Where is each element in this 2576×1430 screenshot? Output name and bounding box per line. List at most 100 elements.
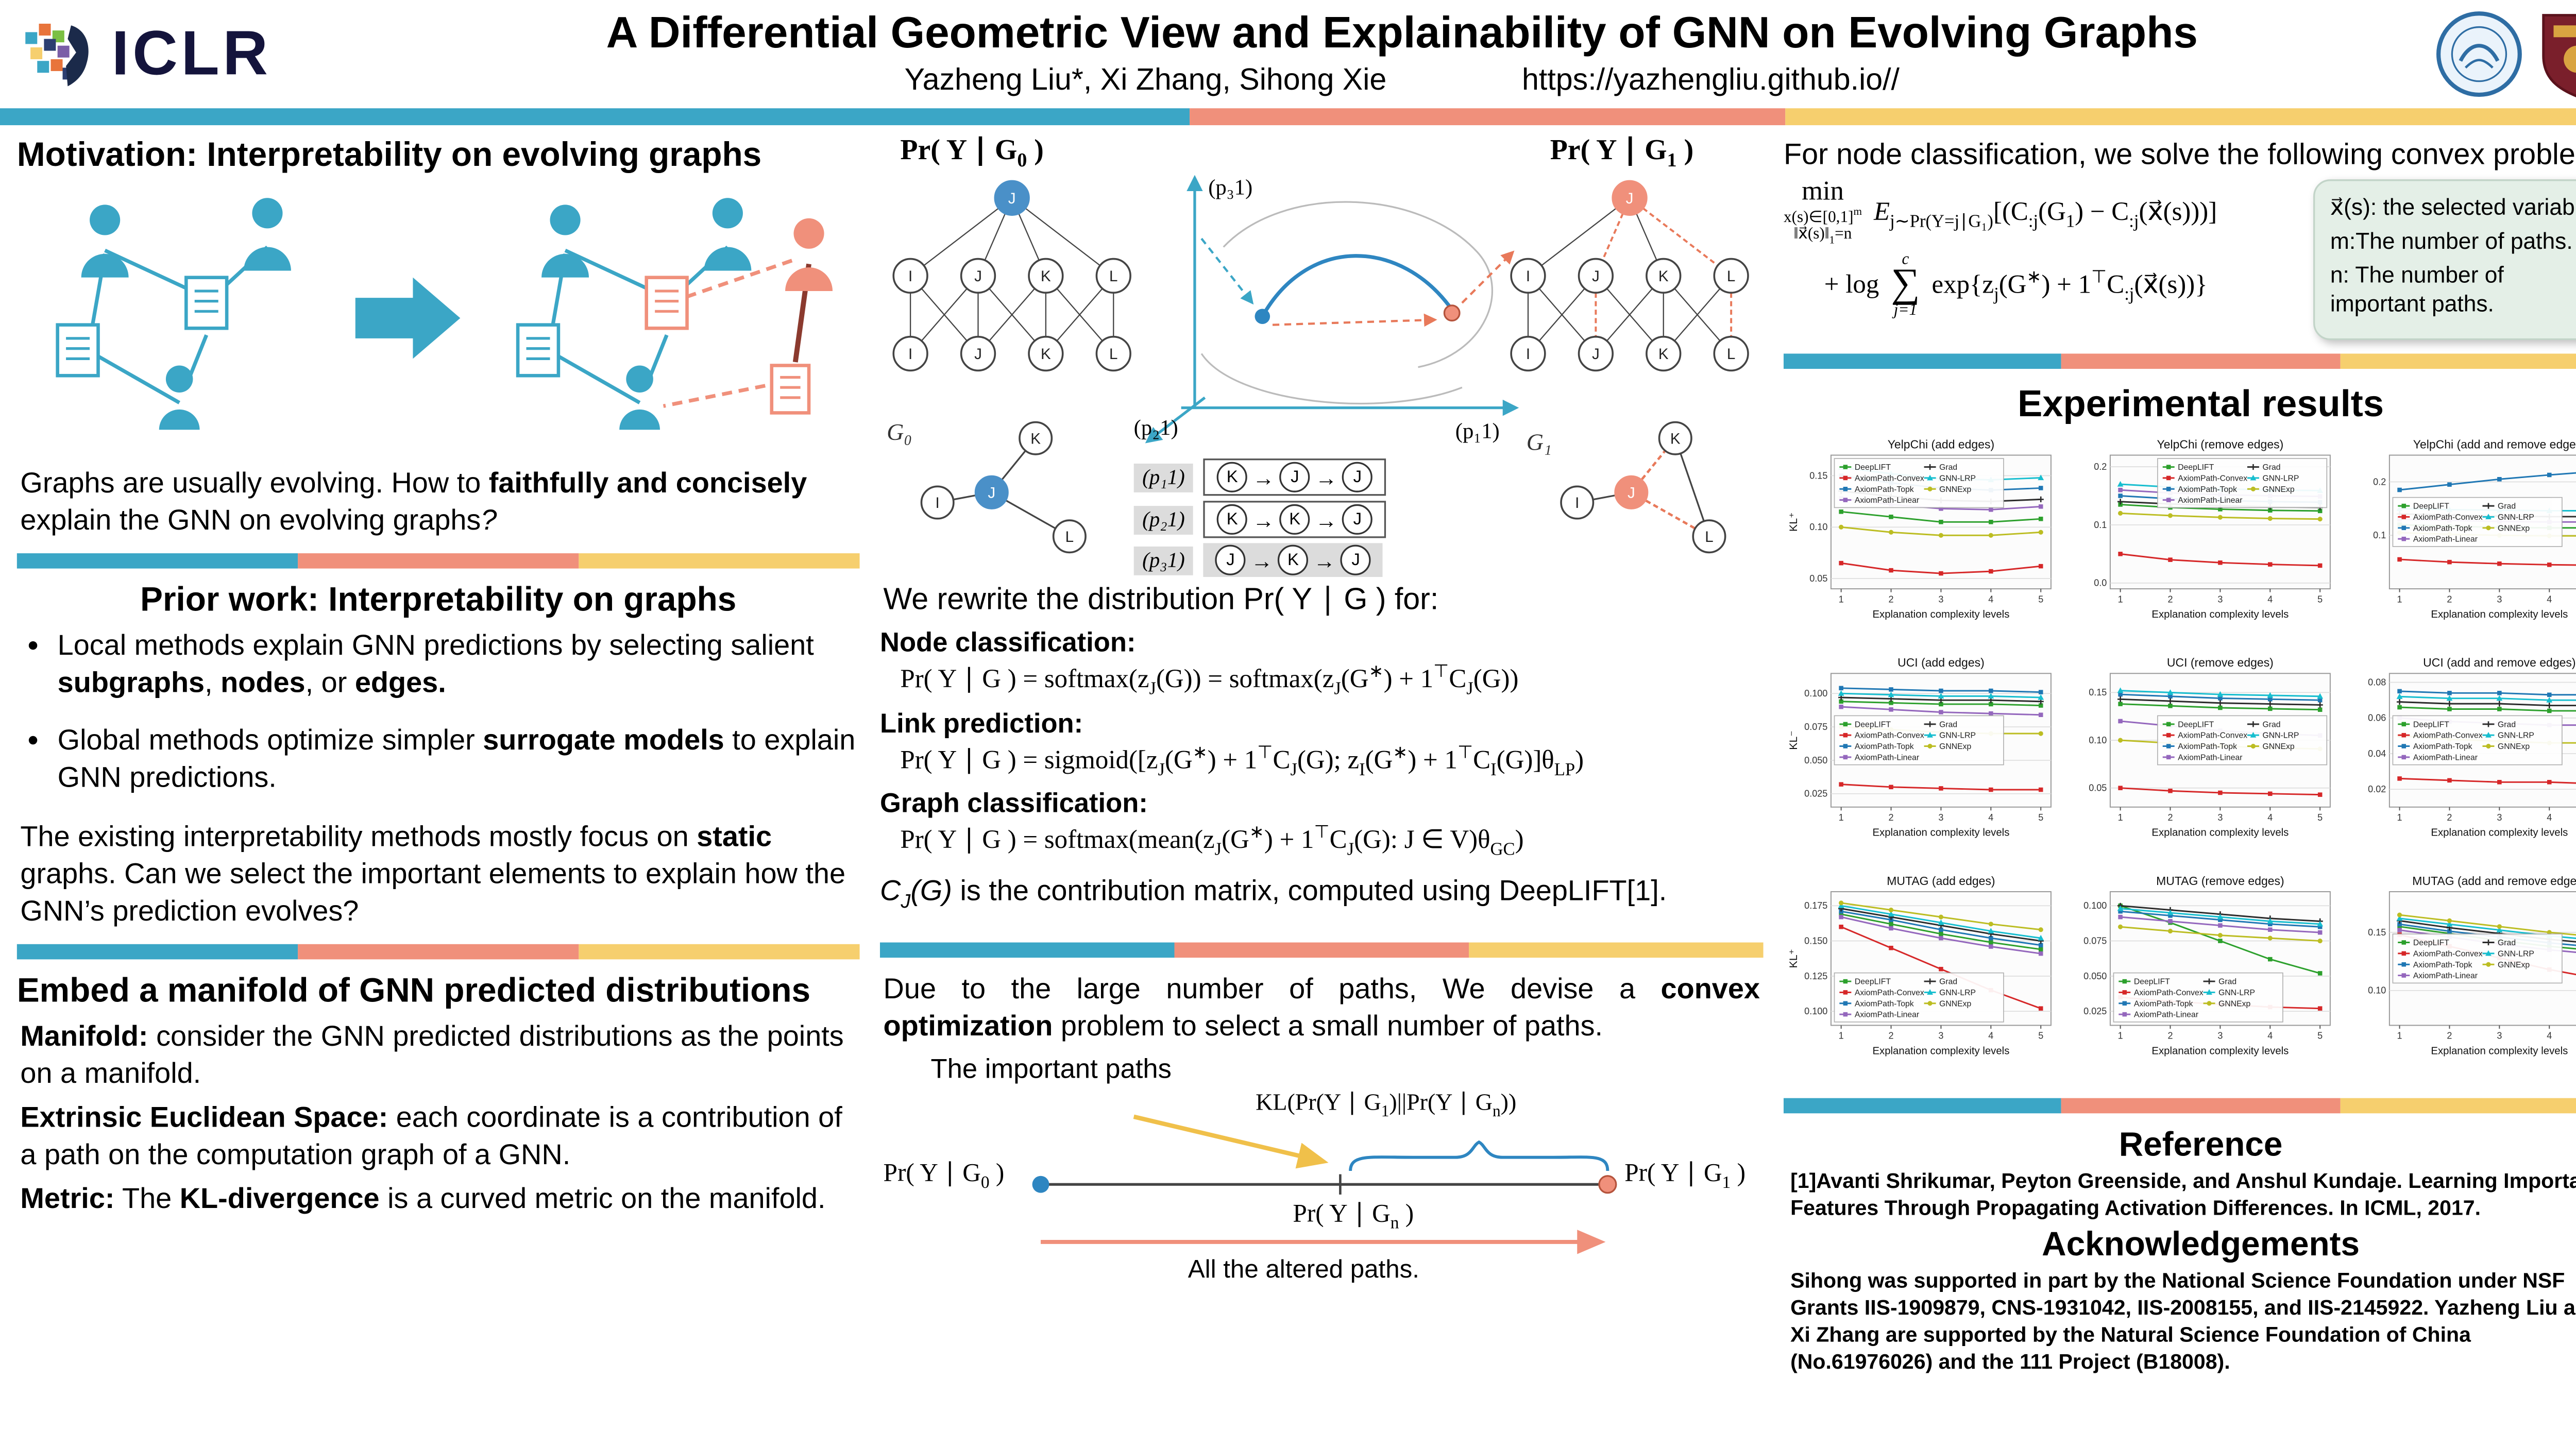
svg-text:L: L [1109,346,1117,363]
graph-node [1095,335,1131,372]
contribution-note: CJ(G) is the contribution matrix, comput… [879,875,1667,913]
legend-entry: GNNExp [1939,485,1971,493]
svg-text:1: 1 [2118,593,2123,604]
legend-entry: Grad [1939,720,1957,729]
important-paths-label: The important paths [930,1055,1172,1084]
legend-entry: GNNExp [1939,999,1971,1008]
svg-text:5: 5 [2317,593,2323,604]
person-icon [81,205,129,278]
axis-p2-label: (p₂1) [1134,416,1178,440]
legend-entry: AxiomPath-Topk [2134,999,2193,1008]
chart-ylabel: KL⁺ [1787,948,1800,967]
poster-title: A Differential Geometric View and Explai… [606,7,2198,58]
svg-text:J: J [1628,484,1635,501]
axis-p3-label: (p₃1) [1208,176,1252,200]
svg-text:4: 4 [2267,812,2273,822]
pr-g0-label: Pr( Y ∣ G0 ) [883,1160,1005,1193]
legend-entry: DeepLIFT [1855,977,1891,986]
section-divider-bar [16,553,860,569]
svg-text:L: L [1109,268,1117,285]
legend-entry: DeepLIFT [1855,720,1891,729]
graph-before [56,198,291,430]
legend-entry: GNNExp [2498,742,2530,751]
svg-text:5: 5 [2317,1030,2323,1041]
legend-entry: GNN-LRP [2498,513,2534,521]
legend-entry: DeepLIFT [1855,463,1891,471]
legend-entry: AxiomPath-Convex [1855,731,1924,740]
convex-paragraph: Due to the large number of paths, We dev… [883,972,1760,1042]
kl-divergence-label: KL(Pr(Y ∣ G1)||Pr(Y ∣ Gn)) [1256,1091,1517,1121]
graph-node [1578,335,1614,372]
geodesic-svg [1032,1114,1617,1254]
g1-label: G₁ [1526,431,1552,457]
svg-text:0.175: 0.175 [1804,900,1827,910]
svg-text:0.15: 0.15 [1809,470,1827,481]
svg-text:2: 2 [1889,593,1894,604]
section-divider-bar [879,941,1764,957]
legend-entry: AxiomPath-Topk [2413,742,2472,751]
legend-entry: Grad [2498,720,2516,729]
legend-entry: DeepLIFT [2134,977,2170,986]
rewrite-intro: We rewrite the distribution Pr( Y ∣ G ) … [883,582,1439,616]
section-divider-bar [1783,353,2576,369]
svg-text:3: 3 [2217,812,2223,822]
svg-text:K: K [1030,430,1041,447]
svg-text:K: K [1041,268,1051,285]
path-label-chip: (p₁1) [1133,463,1194,492]
path-row: (p₃1)J→K→J [1133,543,1506,577]
svg-text:0.050: 0.050 [1804,755,1827,765]
legend-entry: AxiomPath-Linear [2413,535,2478,543]
summation-block: c ∑ j=1 [1891,251,1920,319]
title-block: A Differential Geometric View and Explai… [401,7,2403,97]
legend-entry: AxiomPath-Convex [1855,474,1924,483]
legend-entry: AxiomPath-Linear [2413,971,2478,980]
svg-text:0.075: 0.075 [1804,721,1827,731]
svg-text:J: J [1626,190,1634,207]
svg-text:0.2: 0.2 [2094,461,2107,471]
note-line: m:The number of paths. [2330,229,2573,254]
graph-node [1646,258,1682,294]
legend-entry: GNNExp [2263,485,2295,493]
section-divider-bar [1783,1097,2576,1113]
svg-text:0.10: 0.10 [1809,521,1827,532]
convex-problem-intro: For node classification, we solve the fo… [1783,137,2576,171]
header-divider-bar [0,108,2576,126]
motivation-caption: Graphs are usually evolving. How to fait… [20,467,807,537]
svg-text:1: 1 [2118,1030,2123,1041]
person-icon [243,198,291,271]
svg-text:2: 2 [2447,593,2452,604]
graph-node [1510,335,1546,372]
legend-entry: AxiomPath-Topk [1855,485,1914,493]
svg-text:0.2: 0.2 [2373,476,2386,487]
point-g1 [1443,304,1461,322]
embed-heading: Embed a manifold of GNN predicted distri… [16,973,811,1010]
svg-text:0.1: 0.1 [2094,519,2107,530]
svg-text:I: I [1526,268,1530,285]
svg-text:0.025: 0.025 [2083,1006,2107,1016]
kl-brace [1349,1139,1609,1171]
poster-url: https://yazhengliu.github.io// [1522,62,1900,96]
svg-text:4: 4 [2547,812,2552,822]
head-profile-icon [66,25,89,87]
chart-legend [2113,972,2283,1022]
chart-xlabel: Explanation complexity levels [2431,608,2568,620]
svg-text:4: 4 [2267,1030,2273,1041]
evolution-arrow-icon [355,277,461,359]
acknowledgements-text: Sihong was supported in part by the Nati… [1790,1268,2576,1374]
svg-text:0.05: 0.05 [1809,573,1827,583]
svg-text:1: 1 [1839,1030,1844,1041]
legend-entry: GNNExp [2218,999,2250,1008]
chart-xlabel: Explanation complexity levels [2151,608,2289,620]
svg-text:4: 4 [2547,1030,2552,1041]
svg-text:0.05: 0.05 [2089,782,2107,793]
iclr-logo-icon [25,23,89,87]
graph-node [1028,258,1064,294]
legend-entry: AxiomPath-Convex [2413,513,2483,521]
svg-text:0.075: 0.075 [2083,935,2107,946]
